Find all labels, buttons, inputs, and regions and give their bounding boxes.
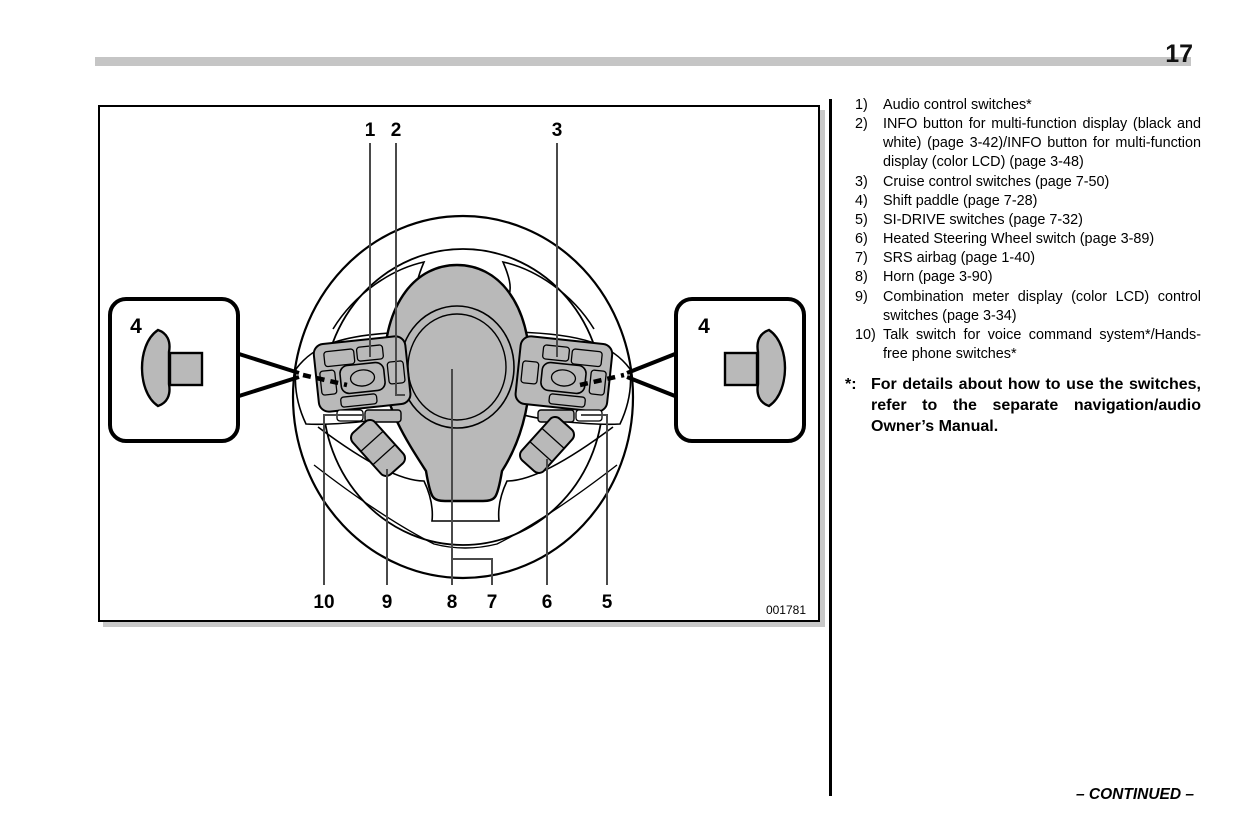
leader-line-8-7 <box>451 369 493 585</box>
right-paddle-stem <box>723 351 759 387</box>
callout-number-5: 5 <box>602 592 613 613</box>
legend-item-text: Heated Steering Wheel switch (page 3-89) <box>883 231 1155 248</box>
left-stalk-line <box>372 444 396 466</box>
lower-rim-contour <box>313 464 618 549</box>
left-stalk-line <box>360 430 384 452</box>
legend-item-text: Cruise control switches (page 7-50) <box>883 173 1110 190</box>
legend-item: 3) Cruise control switches (page 7-50) <box>845 173 1201 192</box>
legend-item-text: INFO button for multi-function display (… <box>883 116 1201 171</box>
legend-item-number: 8) <box>855 269 868 286</box>
right-panel-button <box>548 393 586 408</box>
leader-line-5 <box>581 414 608 585</box>
left-callout-wedge <box>238 352 300 375</box>
right-switch-panel <box>514 335 614 413</box>
legend-item: 4) Shift paddle (page 7-28) <box>845 192 1201 211</box>
left-paddle-stem <box>168 351 204 387</box>
left-panel-oval-button <box>349 369 376 387</box>
left-panel-button <box>340 393 378 408</box>
callout-number-10: 10 <box>313 592 334 613</box>
legend-item: 1) Audio control switches* <box>845 96 1201 115</box>
legend-item-text: Combination meter display (color LCD) co… <box>883 288 1201 324</box>
right-callout-dashes <box>579 372 625 388</box>
left-switch-panel <box>312 335 412 413</box>
legend-item-number: 10) <box>855 326 876 343</box>
header-rule-bar <box>95 57 1191 66</box>
right-callout-wedge <box>626 375 676 398</box>
left-callout-wedge <box>238 375 300 398</box>
legend-item: 7) SRS airbag (page 1-40) <box>845 249 1201 268</box>
footnote-text: For details about how to use the switche… <box>871 376 1201 436</box>
callout-number-8: 8 <box>447 592 458 613</box>
legend-item-text: Shift paddle (page 7-28) <box>883 192 1038 209</box>
meter-control-stalk <box>350 419 406 477</box>
continued-label: – CONTINUED – <box>1076 786 1194 803</box>
legend-item: 10) Talk switch for voice command system… <box>845 326 1201 364</box>
left-stalk-body <box>350 419 406 477</box>
right-shift-paddle <box>756 328 787 408</box>
steering-wheel-diagram-box: 4 4 1 2 3 10 9 8 7 6 <box>98 105 820 622</box>
legend-item-number: 4) <box>855 192 868 209</box>
left-shift-paddle <box>140 328 171 408</box>
callout-number-3: 3 <box>552 120 563 141</box>
legend-item-number: 6) <box>855 231 868 248</box>
figure-code: 001781 <box>766 603 806 617</box>
right-callout-wedge <box>626 352 676 375</box>
legend-item: 8) Horn (page 3-90) <box>845 268 1201 287</box>
legend-item-number: 2) <box>855 116 868 133</box>
legend-item-text: Audio control switches* <box>883 97 1032 113</box>
leader-line-10 <box>323 414 366 585</box>
legend-item-text: SRS airbag (page 1-40) <box>883 250 1035 267</box>
left-panel-button <box>323 348 356 368</box>
footnote: *: For details about how to use the swit… <box>845 374 1201 437</box>
right-panel-oval-button <box>550 369 577 387</box>
legend-item-number: 1) <box>855 97 868 113</box>
callout-number-2: 2 <box>391 120 402 141</box>
leader-line-2 <box>395 143 405 396</box>
legend-item: 5) SI-DRIVE switches (page 7-32) <box>845 211 1201 230</box>
right-stalk-line <box>541 427 565 449</box>
legend-item-text: Talk switch for voice command system*/Ha… <box>883 326 1201 363</box>
callout-number-6: 6 <box>542 592 553 613</box>
steering-wheel-diagram: 4 4 1 2 3 10 9 8 7 6 <box>108 120 806 617</box>
callout-number-7: 7 <box>487 592 498 613</box>
legend-item-number: 3) <box>855 173 868 190</box>
legend-item: 9) Combination meter display (color LCD)… <box>845 288 1201 326</box>
legend-item-number: 9) <box>855 288 868 305</box>
legend-item-text: Horn (page 3-90) <box>883 269 993 286</box>
left-callout-dashes <box>302 372 348 388</box>
si-drive-stalk <box>519 416 575 474</box>
callout-number-9: 9 <box>382 592 393 613</box>
footnote-marker: *: <box>845 376 857 394</box>
right-stalk-line <box>529 441 553 463</box>
legend-item: 2) INFO button for multi-function displa… <box>845 115 1201 172</box>
column-divider <box>829 99 832 796</box>
legend-item-text: SI-DRIVE switches (page 7-32) <box>883 211 1083 228</box>
legend-item: 6) Heated Steering Wheel switch (page 3-… <box>845 230 1201 249</box>
callout-number-1: 1 <box>365 120 376 141</box>
right-panel-button <box>520 360 540 385</box>
callout-number-4-right: 4 <box>698 315 710 338</box>
airbag-hub <box>382 263 532 503</box>
right-panel-button <box>570 348 603 368</box>
legend: 1) Audio control switches* 2) INFO butto… <box>845 96 1201 438</box>
legend-item-number: 7) <box>855 250 868 267</box>
page-number: 17 <box>1165 40 1193 68</box>
right-stalk-body <box>519 416 575 474</box>
legend-item-number: 5) <box>855 211 868 228</box>
callout-number-4-left: 4 <box>130 315 142 338</box>
